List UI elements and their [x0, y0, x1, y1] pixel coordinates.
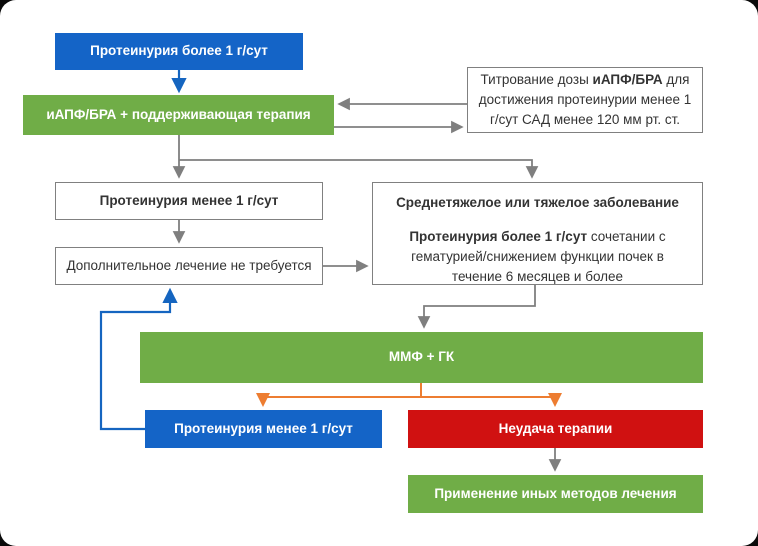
node-titration-part3: для достижения протеинурии менее 1 г/сут…	[478, 72, 692, 127]
node-low-proteinuria: Протеинурия менее 1 г/сут	[55, 182, 323, 220]
node-titration-text: Титрование дозы иАПФ/БРА для достижения …	[476, 70, 694, 130]
node-titration: Титрование дозы иАПФ/БРА для достижения …	[467, 67, 703, 133]
connector-therapy-to-severe	[179, 159, 539, 179]
node-therapy-label: иАПФ/БРА + поддерживающая терапия	[46, 106, 311, 122]
node-severe-title: Среднетяжелое или тяжелое заболевание	[396, 195, 679, 210]
node-other-methods: Применение иных методов лечения	[408, 475, 703, 513]
node-therapy: иАПФ/БРА + поддерживающая терапия	[23, 95, 334, 135]
node-low-proteinuria-label: Протеинурия менее 1 г/сут	[99, 192, 279, 208]
node-start-label: Протеинурия более 1 г/сут	[90, 43, 268, 59]
node-outcome-low-proteinuria-label: Протеинурия менее 1 г/сут	[174, 420, 353, 436]
node-severe-body: Протеинурия более 1 г/сут сочетании с ге…	[385, 227, 690, 287]
connector-severe-to-mmf	[417, 285, 536, 329]
node-titration-part2: иАПФ/БРА	[592, 72, 663, 87]
node-therapy-failure: Неудача терапии	[408, 410, 703, 448]
node-mmf-gk: ММФ + ГК	[140, 332, 703, 383]
node-no-treatment: Дополнительное лечение не требуется	[55, 247, 323, 285]
node-severe-disease: Среднетяжелое или тяжелое заболевание Пр…	[372, 182, 703, 285]
node-mmf-gk-label: ММФ + ГК	[388, 349, 455, 365]
node-severe-body-rest: сочетании с гематурией/снижением функции…	[411, 229, 666, 284]
node-no-treatment-label: Дополнительное лечение не требуется	[66, 257, 312, 273]
node-start: Протеинурия более 1 г/сут	[55, 33, 303, 70]
node-other-methods-label: Применение иных методов лечения	[434, 485, 677, 501]
node-severe-body-bold: Протеинурия более 1 г/сут	[409, 229, 588, 244]
node-therapy-failure-label: Неудача терапии	[498, 420, 613, 436]
connector-mmf-to-failure	[421, 393, 562, 407]
node-titration-part1: Титрование дозы	[480, 72, 593, 87]
node-outcome-low-proteinuria: Протеинурия менее 1 г/сут	[145, 410, 382, 448]
connector-mmf-to-outcome	[256, 383, 422, 407]
